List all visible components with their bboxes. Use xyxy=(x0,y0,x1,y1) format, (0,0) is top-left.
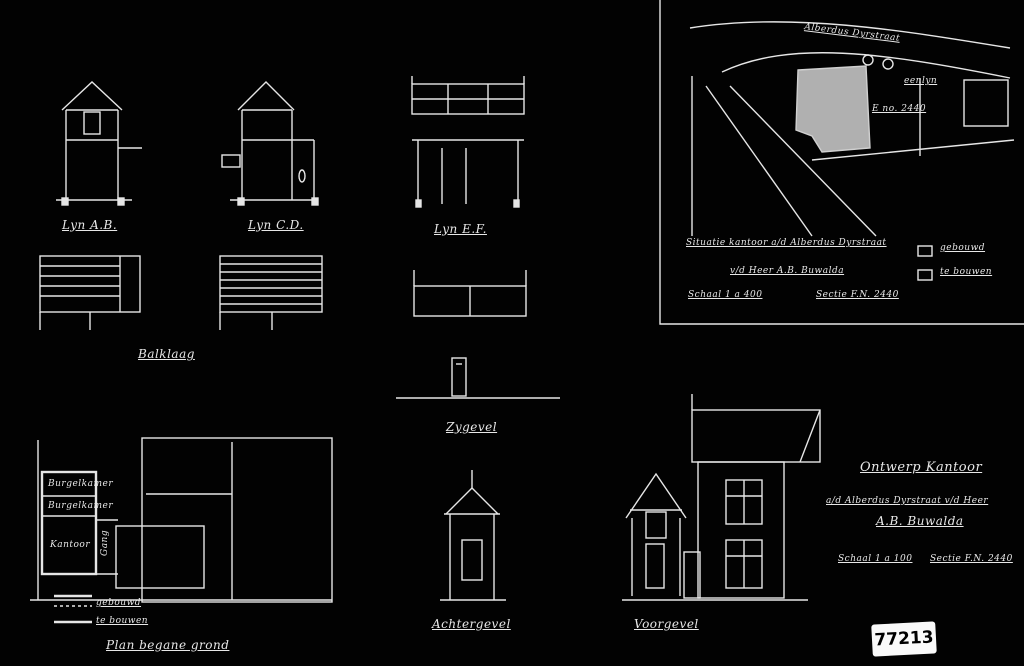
legend-new-label: te bouwen xyxy=(96,616,149,626)
title-block-subtitle: a/d Alberdus Dyrstraat v/d Heer xyxy=(826,496,989,506)
section-ab-drawing xyxy=(56,81,142,206)
ground-plan-label: Plan begane grond xyxy=(106,638,230,652)
ground-plan-drawing xyxy=(30,437,333,624)
side-elevation-drawing xyxy=(396,357,560,399)
title-block-scale: Schaal 1 a 100 xyxy=(838,554,913,564)
section-ab-label: Lyn A.B. xyxy=(62,218,118,232)
situation-section: Sectie F.N. 2440 xyxy=(816,290,899,300)
joist-plan-drawings xyxy=(39,255,527,330)
legend-existing-label: gebouwd xyxy=(96,598,142,608)
archive-number-stamp: 77213 xyxy=(871,621,937,657)
section-cd-label: Lyn C.D. xyxy=(248,218,304,232)
rear-elevation-label: Achtergevel xyxy=(432,617,511,631)
section-ef-label: Lyn E.F. xyxy=(434,222,487,236)
situation-legend-existing: gebouwd xyxy=(940,243,986,253)
situation-map xyxy=(659,0,1024,325)
plan-corridor-label: Gang xyxy=(100,529,110,556)
section-cd-drawing xyxy=(221,81,319,206)
plan-room-label: Burgelkamer xyxy=(48,479,114,489)
front-elevation-label: Voorgevel xyxy=(634,617,699,631)
roof-label: Balklaag xyxy=(138,347,195,361)
situation-title: Situatie kantoor a/d Alberdus Dyrstraat xyxy=(686,238,887,248)
title-block-title: Ontwerp Kantoor xyxy=(860,460,983,475)
title-block-section: Sectie F.N. 2440 xyxy=(930,554,1013,564)
section-ef-drawing xyxy=(411,76,525,208)
front-elevation-drawing xyxy=(622,394,821,601)
title-block-owner: A.B. Buwalda xyxy=(876,514,964,528)
side-elevation-label: Zygevel xyxy=(446,420,498,434)
plan-room-label: Burgelkamer xyxy=(48,501,114,511)
rear-elevation-drawing xyxy=(440,470,506,601)
neighbor-label: eenlyn xyxy=(904,76,938,86)
situation-owner: v/d Heer A.B. Buwalda xyxy=(730,266,845,276)
parcel-label: E no. 2440 xyxy=(872,104,927,114)
situation-scale: Schaal 1 a 400 xyxy=(688,290,763,300)
plan-room-label: Kantoor xyxy=(50,540,91,550)
situation-legend-new: te bouwen xyxy=(940,267,993,277)
